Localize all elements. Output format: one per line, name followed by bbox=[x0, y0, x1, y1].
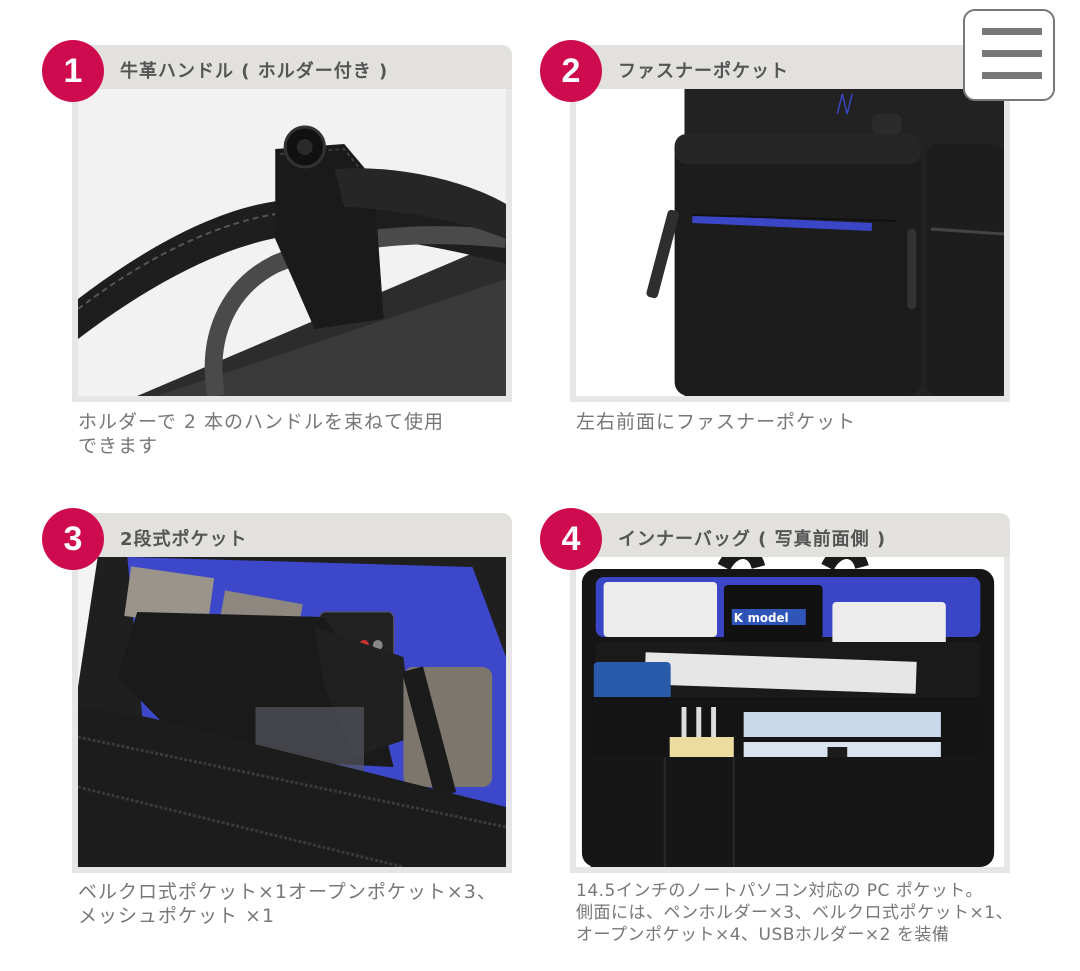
caption-line: ベルクロ式ポケット×1オープンポケット×3、 bbox=[78, 881, 497, 903]
photo-frame bbox=[72, 89, 512, 402]
feature-header: 2 ファスナーポケット bbox=[540, 40, 1010, 102]
caption-line: できます bbox=[78, 435, 159, 457]
feature-header: 1 牛革ハンドル ( ホルダー付き ) bbox=[42, 40, 512, 102]
hamburger-menu-icon bbox=[982, 72, 1042, 79]
feature-header-bar bbox=[72, 45, 512, 89]
feature-header: 4 インナーバッグ ( 写真前面側 ) bbox=[540, 508, 1010, 570]
feature-header-bar bbox=[72, 513, 512, 557]
feature-title: ファスナーポケット bbox=[618, 61, 789, 82]
feature-title: 2段式ポケット bbox=[120, 529, 248, 550]
feature-number-badge: 2 bbox=[540, 40, 602, 102]
feature-caption: 14.5インチのノートパソコン対応の PC ポケット。 側面には、ペンホルダー×… bbox=[576, 880, 1026, 946]
feature-number-badge: 3 bbox=[42, 508, 104, 570]
caption-line: 側面には、ペンホルダー×3、ベルクロ式ポケット×1、 bbox=[576, 903, 1014, 923]
feature-header: 3 2段式ポケット bbox=[42, 508, 512, 570]
brand-model: model bbox=[748, 611, 789, 625]
caption-line: 14.5インチのノートパソコン対応の PC ポケット。 bbox=[576, 881, 983, 901]
caption-line: 左右前面にファスナーポケット bbox=[576, 411, 857, 433]
feature-caption: 左右前面にファスナーポケット bbox=[576, 410, 1016, 434]
caption-line: メッシュポケット ×1 bbox=[78, 905, 276, 927]
feature-number-badge: 1 bbox=[42, 40, 104, 102]
feature-header-bar bbox=[570, 513, 1010, 557]
feature-title: 牛革ハンドル ( ホルダー付き ) bbox=[120, 61, 389, 82]
menu-button[interactable] bbox=[963, 9, 1055, 101]
brand-k: K bbox=[734, 611, 744, 625]
feature-title: インナーバッグ ( 写真前面側 ) bbox=[618, 529, 887, 550]
photo-frame bbox=[72, 557, 512, 873]
hamburger-menu-icon bbox=[982, 28, 1042, 35]
zipper-pocket-photo bbox=[576, 89, 1004, 396]
photo-frame: K model bbox=[570, 557, 1010, 873]
feature-number-badge: 4 bbox=[540, 508, 602, 570]
hamburger-menu-icon bbox=[982, 50, 1042, 57]
inner-bag-photo: K model bbox=[576, 557, 1004, 867]
feature-header-bar bbox=[570, 45, 1010, 89]
feature-caption: ホルダーで 2 本のハンドルを束ねて使用 できます bbox=[78, 410, 518, 458]
two-tier-pocket-photo bbox=[78, 557, 506, 867]
caption-line: ホルダーで 2 本のハンドルを束ねて使用 bbox=[78, 411, 445, 433]
photo-frame bbox=[570, 89, 1010, 402]
feature-caption: ベルクロ式ポケット×1オープンポケット×3、 メッシュポケット ×1 bbox=[78, 880, 518, 928]
leather-handle-holder-photo bbox=[78, 89, 506, 396]
caption-line: オープンポケット×4、USBホルダー×2 を装備 bbox=[576, 925, 950, 945]
